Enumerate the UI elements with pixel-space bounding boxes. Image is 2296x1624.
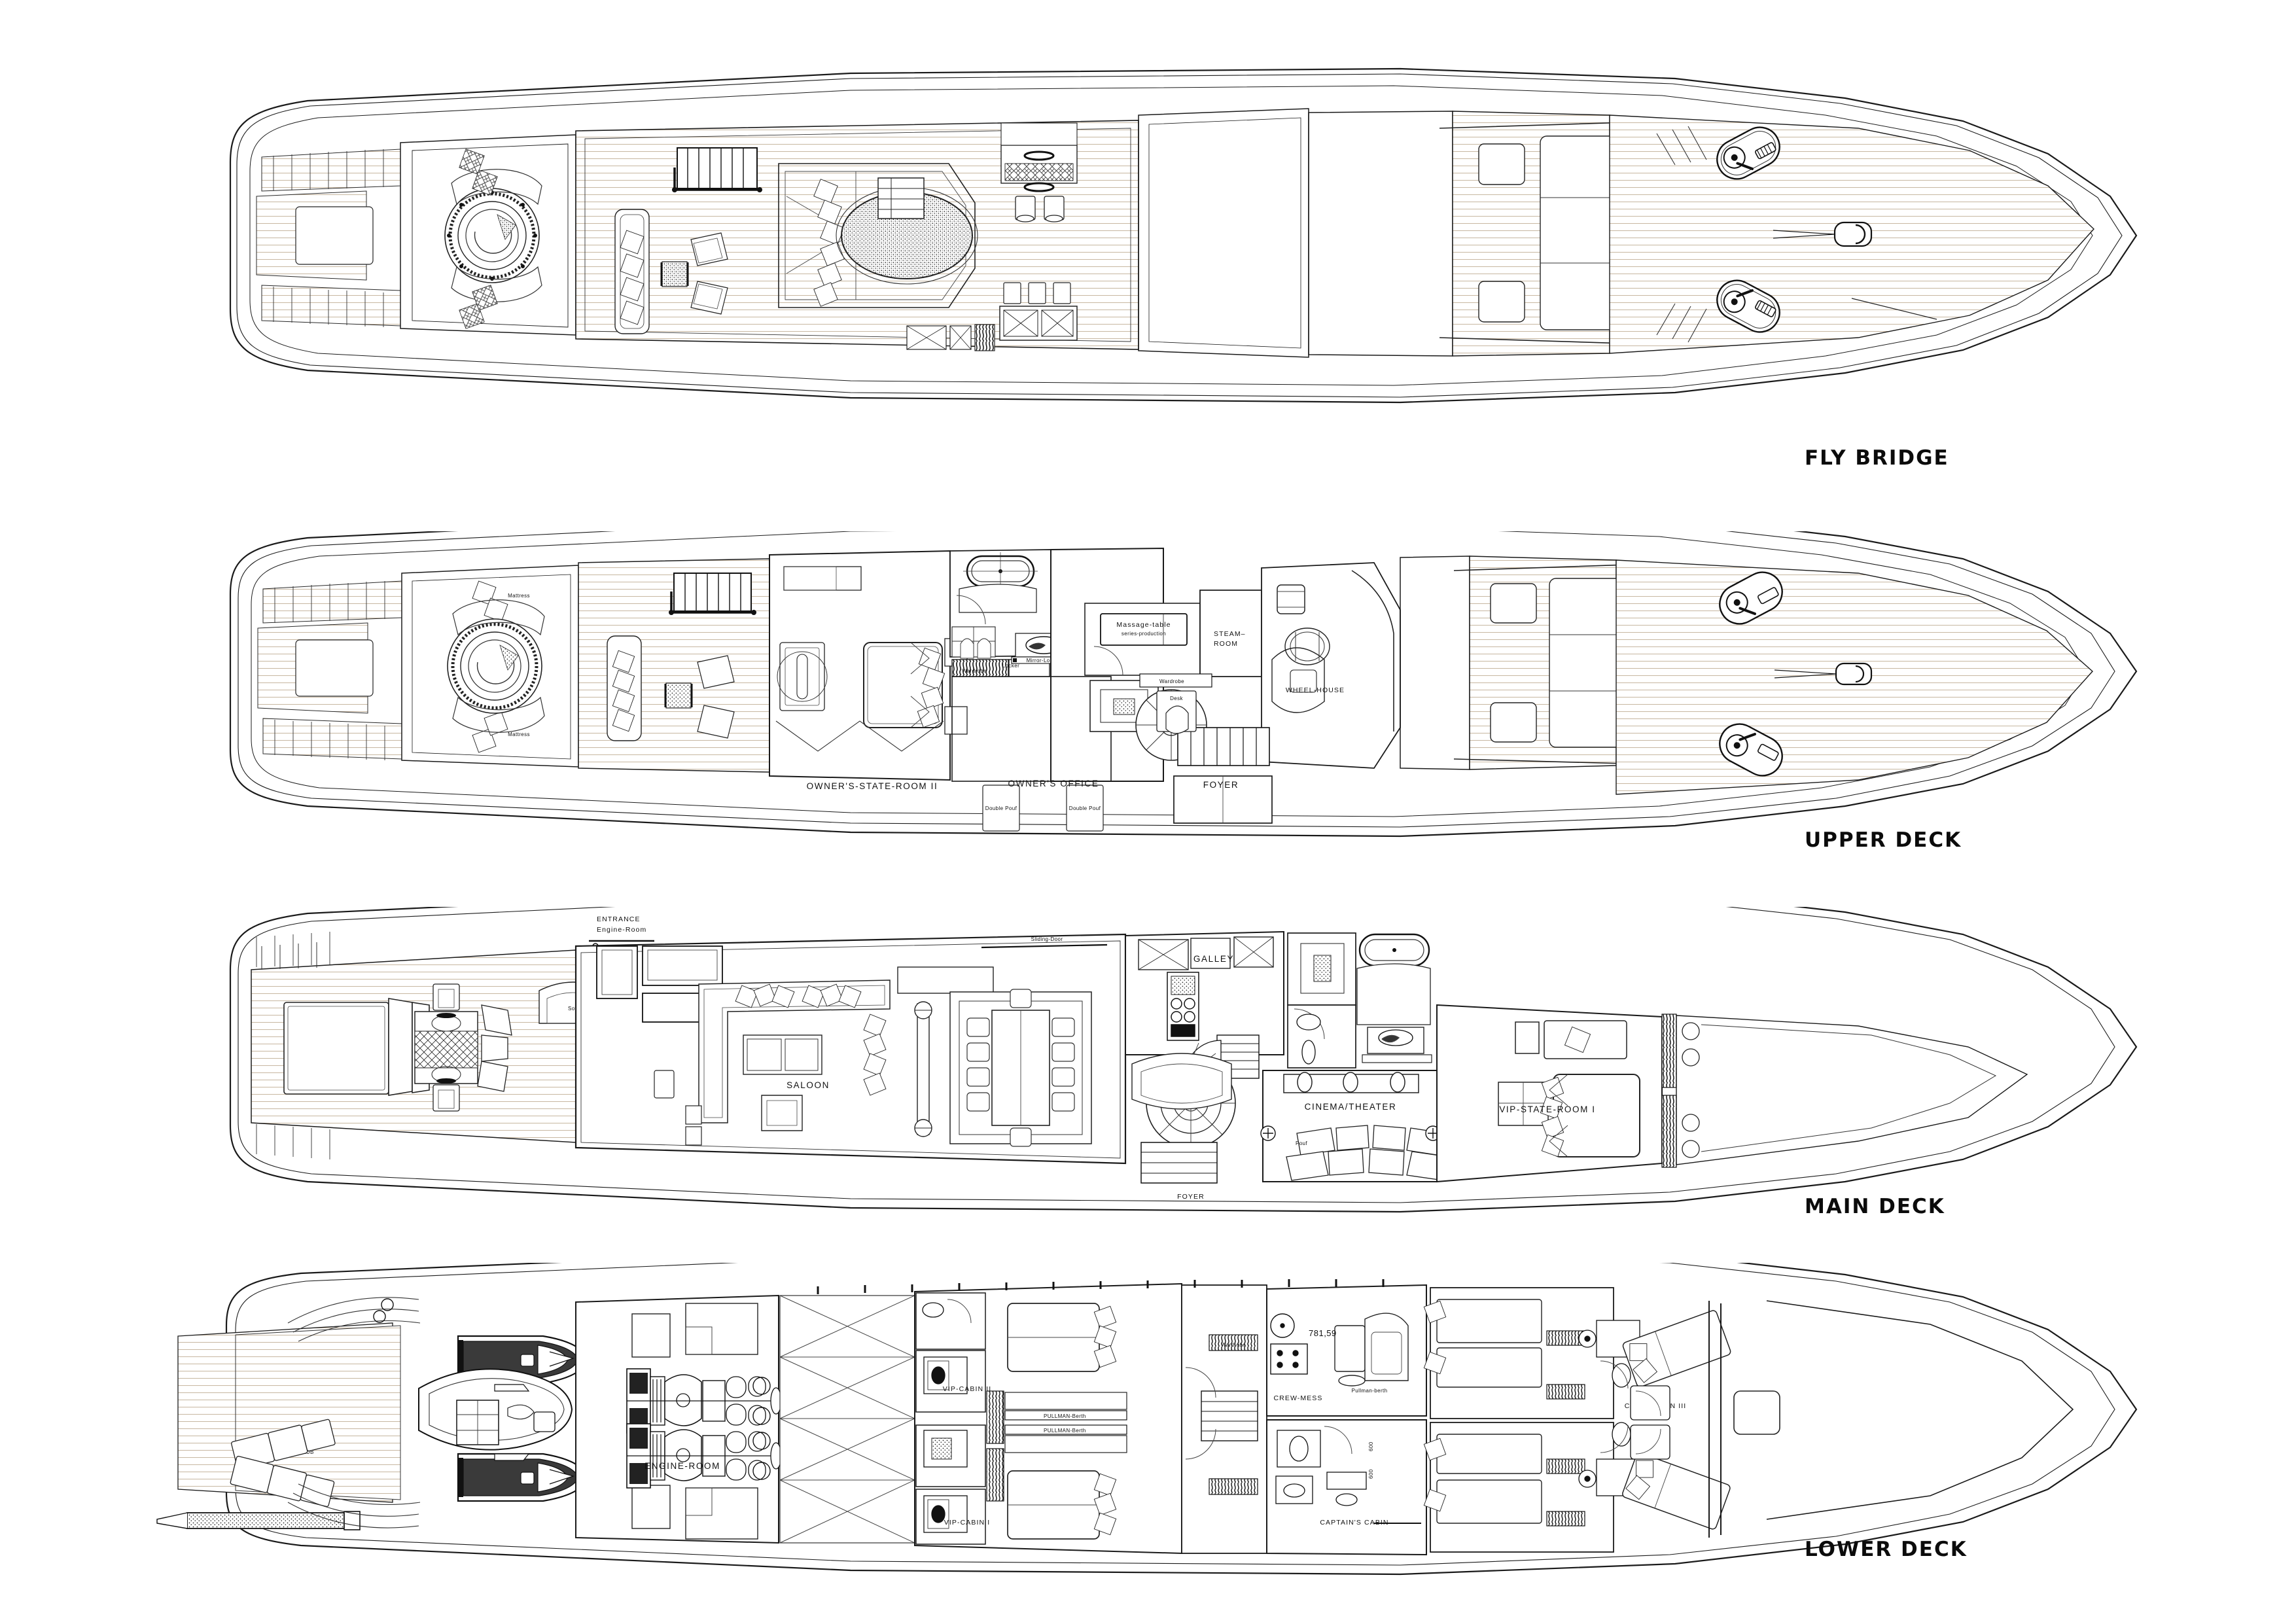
label-entrance-engine-room: Engine-Room (597, 926, 646, 934)
dim-781-59: 781,59 (1309, 1328, 1337, 1338)
label-double-pouf-2: Double Pouf (1069, 805, 1101, 811)
label-locker: Locker (1002, 663, 1019, 669)
label-entrance: ENTRANCE (597, 915, 641, 923)
main-deck-plan: Sofa ENTRANCE Engine-Room (229, 907, 2138, 1213)
label-foyer-main: FOYER (1177, 1193, 1205, 1201)
label-steam-room-2: ROOM (1214, 640, 1238, 648)
deck-fly-bridge: FLY BRIDGE (0, 0, 2296, 471)
label-pullman-berth-2: PULLMAN-Berth (1044, 1428, 1086, 1434)
label-mattress-stbd: Mattress (508, 732, 530, 737)
label-sofa: Sofa (568, 1006, 580, 1012)
upper-deck-plan: Mattress Mattress (229, 531, 2138, 838)
deck-upper: Mattress Mattress (0, 531, 2296, 898)
deck-label-upper: UPPER DECK (1805, 828, 1962, 852)
deck-label-fly-bridge: FLY BRIDGE (1805, 446, 1949, 470)
label-vip-cabin-ii: VIP-CABIN II (943, 1385, 991, 1393)
label-crew-mess: CREW-MESS (1273, 1394, 1322, 1402)
deck-lower: BEACH-CLUB (0, 1263, 2296, 1624)
label-sliding-door: Sliding-Door (1031, 936, 1063, 942)
label-steam-room-1: STEAM– (1214, 630, 1246, 638)
label-massage-table-sub: series-production (1122, 631, 1166, 637)
label-wardrobe-3: Wardrobe (1159, 679, 1184, 684)
dim-600-a: 600 (1368, 1441, 1374, 1451)
label-saloon: SALOON (786, 1080, 830, 1090)
label-desk: Desk (1170, 696, 1183, 701)
label-vip-cabin-i: VIP-CABIN I (944, 1519, 990, 1527)
label-massage-table: Massage-table (1116, 621, 1171, 629)
label-foyer-upper: FOYER (1203, 780, 1239, 790)
label-owners-stateroom-ii: OWNER'S-STATE-ROOM II (807, 781, 938, 791)
label-pullman-berth-1: PULLMAN-Berth (1044, 1413, 1086, 1419)
label-vip-stateroom-i: VIP-STATE-ROOM I (1499, 1104, 1595, 1114)
label-wheel-house: WHEEL-HOUSE (1286, 686, 1345, 694)
label-mattress-port: Mattress (508, 593, 530, 599)
label-double-pouf-1: Double Pouf (985, 805, 1017, 811)
label-galley: GALLEY (1193, 954, 1234, 964)
label-wardrobe-lower: Wardrobe (1221, 1342, 1246, 1348)
label-captains-cabin: CAPTAIN'S CABIN (1320, 1519, 1388, 1527)
label-mirror-locker: Mirror-Locker (1027, 658, 1061, 663)
label-engine-room: ENGINE-ROOM (645, 1461, 720, 1471)
label-owners-office: OWNER'S OFFICE (1008, 779, 1099, 788)
label-pouf: Pouf (1296, 1140, 1307, 1146)
deck-label-main: MAIN DECK (1805, 1195, 1945, 1218)
deck-main: Sofa ENTRANCE Engine-Room (0, 907, 2296, 1273)
label-cinema-theater: CINEMA/THEATER (1305, 1102, 1397, 1112)
deck-label-lower: LOWER DECK (1805, 1538, 1968, 1561)
dim-600-b: 600 (1368, 1469, 1374, 1479)
label-wardrobe-1: Wardrobe (962, 668, 987, 674)
fly-bridge-plan (229, 67, 2138, 404)
label-pullman-berth-mess: Pullman-berth (1351, 1388, 1387, 1394)
lower-deck-plan: BEACH-CLUB (156, 1263, 2138, 1576)
